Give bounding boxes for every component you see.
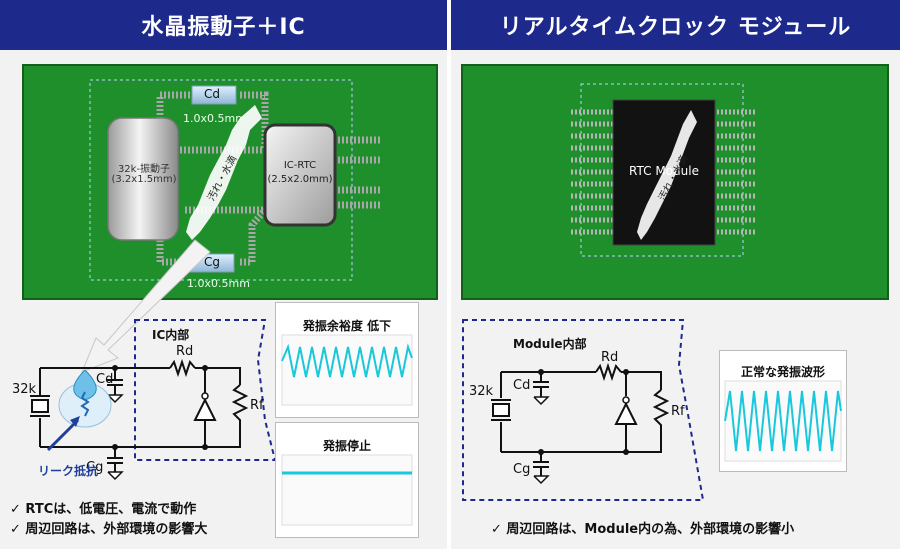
rf-label: Rf: [250, 398, 264, 413]
module-right-pins: [713, 109, 757, 235]
right-circuit: [462, 319, 705, 501]
module-rf-label: Rf: [671, 404, 685, 419]
module-cg-label: Cg: [513, 462, 531, 477]
scope-normal-title: 正常な発振波形: [740, 365, 825, 379]
left-pcb-drawing: [81, 79, 380, 373]
right-pcb-drawing: [571, 83, 757, 257]
rd-label: Rd: [176, 344, 194, 359]
ic-size: (2.5x2.0mm): [267, 174, 333, 185]
module-inverter-symbol: [614, 401, 638, 425]
waveform-degraded: [281, 334, 413, 406]
cd-circuit-label: Cd: [96, 372, 114, 387]
module-rd-label: Rd: [601, 350, 619, 365]
ic-label: IC-RTC: [283, 160, 317, 171]
cg-circuit-label: Cg: [86, 460, 104, 475]
scope-degraded-title: 発振余裕度 低下: [302, 319, 392, 333]
right-note: ✓ 周辺回路は、Module内の為、外部環境の影響小: [491, 522, 795, 537]
left-circuit: [30, 319, 277, 481]
module-left-pins: [571, 109, 616, 235]
right-panel-title: リアルタイムクロック モジュール: [451, 0, 900, 50]
left-panel: 水晶振動子＋IC: [0, 0, 447, 549]
scope-normal: 正常な発振波形: [719, 350, 847, 472]
scope-stopped-title: 発振停止: [322, 439, 371, 453]
left-note-1: ✓ RTCは、低電圧、電流で動作: [10, 502, 197, 517]
ic-rtc-part: [263, 123, 337, 227]
ic-inside-boundary: [134, 319, 277, 461]
waveform-normal: [724, 380, 842, 462]
module-label: RTC Module: [629, 164, 699, 178]
crystal-part: [107, 117, 179, 241]
cg-size: 1.0x0.5mm: [187, 277, 250, 290]
module-cd-label: Cd: [513, 378, 531, 393]
contamination-splash: [186, 105, 262, 240]
cd-size: 1.0x0.5mm: [183, 112, 246, 125]
left-panel-title: 水晶振動子＋IC: [0, 0, 447, 50]
left-note-2: ✓ 周辺回路は、外部環境の影響大: [10, 522, 208, 537]
xtal-circuit-label: 32k: [12, 382, 37, 397]
scope-stopped: 発振停止: [275, 422, 419, 538]
module-inside-label: Module内部: [513, 337, 587, 351]
leak-arrow: [81, 239, 211, 373]
module-inside-boundary: [462, 319, 705, 501]
cd-capacitor-part: [191, 85, 237, 105]
crystal-size: (3.2x1.5mm): [111, 174, 177, 185]
cd-label: Cd: [204, 87, 220, 101]
leak-resistor-label: リーク抵抗: [38, 464, 99, 478]
pcb-keepout-outline: [89, 79, 353, 281]
inverter-symbol: [193, 397, 217, 421]
module-xtal-label: 32k: [469, 384, 494, 399]
right-panel: リアルタイムクロック モジュール: [451, 0, 900, 549]
ic-inside-label: IC内部: [152, 328, 190, 342]
cg-label: Cg: [204, 255, 220, 269]
scope-degraded: 発振余裕度 低下: [275, 302, 419, 418]
crystal-label: 32k-振動子: [117, 164, 171, 175]
waveform-stopped: [281, 454, 413, 526]
module-contamination-splash: [637, 110, 697, 240]
